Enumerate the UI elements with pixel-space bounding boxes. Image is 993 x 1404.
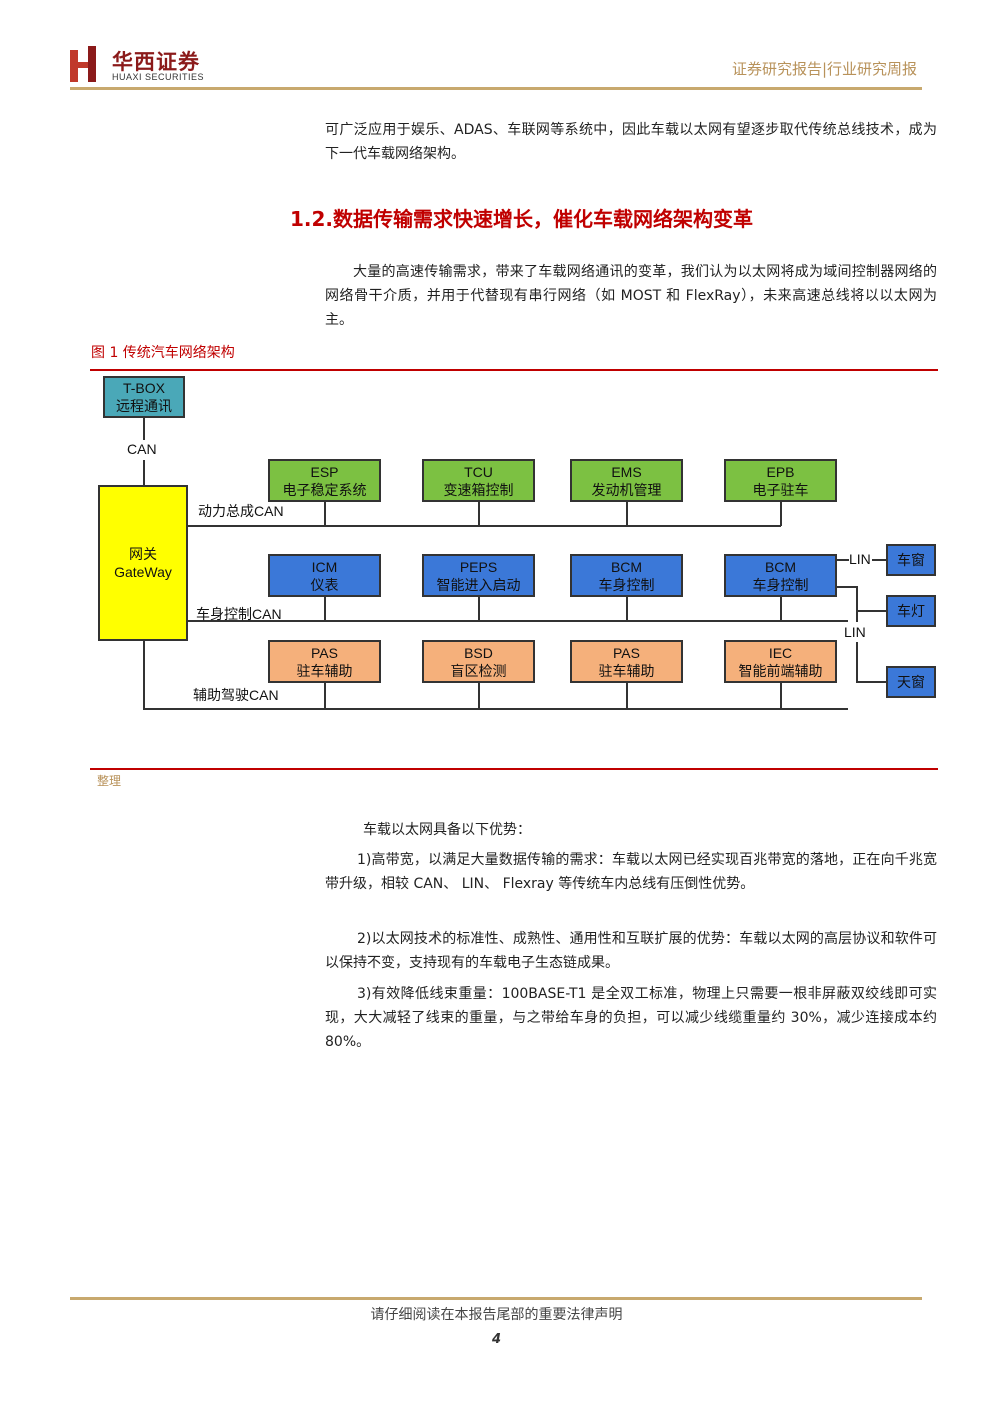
body-node-peps: PEPS 智能进入启动 [422,554,535,597]
node-sub: 变速箱控制 [443,481,514,498]
connector [626,597,628,621]
adas-node-pas-1: PAS 驻车辅助 [268,640,381,683]
connector [324,502,326,526]
connector [324,597,326,621]
power-node-epb: EPB 电子驻车 [724,459,837,502]
adas-bus-label: 辅助驾驶CAN [193,687,279,703]
tbox-sub: 远程通讯 [116,398,172,414]
node-sub: 发动机管理 [591,481,662,498]
power-node-tcu: TCU 变速箱控制 [422,459,535,502]
node-sub: 盲区检测 [450,662,507,679]
paragraph-2: 大量的高速传输需求，带来了车载网络通讯的变革，我们认为以太网将成为域间控制器网络… [325,264,937,328]
power-bus-line [188,525,781,527]
node-sub: 车身控制 [752,576,809,593]
page-number: 4 [491,1332,502,1347]
power-bus-label: 动力总成CAN [198,503,284,519]
node-sub: 电子驻车 [752,481,809,498]
connector [780,597,782,621]
section-title: 1.2.数据传输需求快速增长，催化车载网络架构变革 [290,207,754,231]
tbox-connector-bottom [143,460,145,485]
body-node-bcm-1: BCM 车身控制 [570,554,683,597]
lin-node-light: 车灯 [886,595,936,627]
lin-connector [856,586,858,622]
lin-node-window: 车窗 [886,544,936,576]
paragraph-3: 车载以太网具备以下优势： [363,822,531,838]
lin-connector [837,586,857,588]
node-sub: 驻车辅助 [296,662,353,679]
figure-top-rule [90,369,938,371]
company-name-cn: 华西证券 [112,49,200,74]
lin-label-2: LIN [844,624,866,640]
connector [626,683,628,709]
node-name: IEC [768,644,793,661]
legal-notice: 请仔细阅读在本报告尾部的重要法律声明 [370,1307,623,1323]
connector [626,502,628,526]
company-name-en: HUAXI SECURITIES [112,72,205,82]
node-name: BSD [464,644,493,661]
tbox-node: T-BOX 远程通讯 [103,376,185,418]
adas-bus-line [143,708,848,710]
paragraph-1: 可广泛应用于娱乐、ADAS、车联网等系统中，因此车载以太网有望逐步取代传统总线技… [325,122,937,162]
node-sub: 智能进入启动 [436,576,521,593]
body-node-icm: ICM 仪表 [268,554,381,597]
lin-connector [837,559,849,561]
body-bus-label: 车身控制CAN [196,606,282,622]
figure-title: 图 1 传统汽车网络架构 [91,345,235,361]
node-sub: 车身控制 [598,576,655,593]
node-sub: 电子稳定系统 [282,481,367,498]
node-name: 车灯 [897,603,925,619]
huaxi-logo-icon [70,46,96,82]
node-name: ESP [310,463,339,480]
connector [478,597,480,621]
node-name: 天窗 [897,674,925,690]
node-sub: 仪表 [310,576,339,593]
connector [478,502,480,526]
lin-node-sunroof: 天窗 [886,666,936,698]
power-node-esp: ESP 电子稳定系统 [268,459,381,502]
figure-source: 整理 [97,774,122,788]
figure-bottom-rule [90,768,938,770]
gateway-sub: GateWay [114,564,172,580]
paragraph-6: 3)有效降低线束重量：100BASE-T1 是全双工标准，物理上只需要一根非屏蔽… [325,986,937,1050]
connector [324,683,326,709]
power-node-ems: EMS 发动机管理 [570,459,683,502]
body-node-bcm-2: BCM 车身控制 [724,554,837,597]
lin-connector [856,681,886,683]
lin-connector [872,559,886,561]
paragraph-5: 2)以太网技术的标准性、成熟性、通用性和互联扩展的优势：车载以太网的高层协议和软… [325,931,937,971]
gateway-name: 网关 [129,546,157,562]
node-sub: 驻车辅助 [598,662,655,679]
node-name: PAS [613,644,640,661]
node-name: BCM [764,558,797,575]
adas-bus-drop [143,641,145,709]
node-name: ICM [311,558,338,575]
node-name: EMS [611,463,642,480]
header-divider [70,87,922,90]
can-label: CAN [127,441,157,457]
node-name: TCU [464,463,493,480]
network-architecture-diagram: T-BOX 远程通讯 CAN 网关 GateWay 动力总成CAN 车身控制CA… [90,372,940,768]
node-sub: 智能前端辅助 [738,662,823,679]
node-name: PEPS [459,558,498,575]
tbox-name: T-BOX [122,380,165,396]
body-bus-line [188,620,848,622]
connector [780,502,782,526]
tbox-connector-top [143,418,145,440]
connector [780,683,782,709]
adas-node-pas-2: PAS 驻车辅助 [570,640,683,683]
connector [478,683,480,709]
lin-connector [856,610,886,612]
footer-divider [70,1297,922,1300]
lin-label-1: LIN [849,551,871,567]
paragraph-4: 1)高带宽，以满足大量数据传输的需求：车载以太网已经实现百兆带宽的落地，正在向千… [325,852,937,892]
report-type: 证券研究报告|行业研究周报 [731,60,917,78]
adas-node-iec: IEC 智能前端辅助 [724,640,837,683]
node-name: 车窗 [897,552,925,568]
lin-connector [856,642,858,682]
gateway-node: 网关 GateWay [98,485,188,641]
node-name: BCM [610,558,643,575]
node-name: EPB [766,463,795,480]
node-name: PAS [311,644,338,661]
adas-node-bsd: BSD 盲区检测 [422,640,535,683]
